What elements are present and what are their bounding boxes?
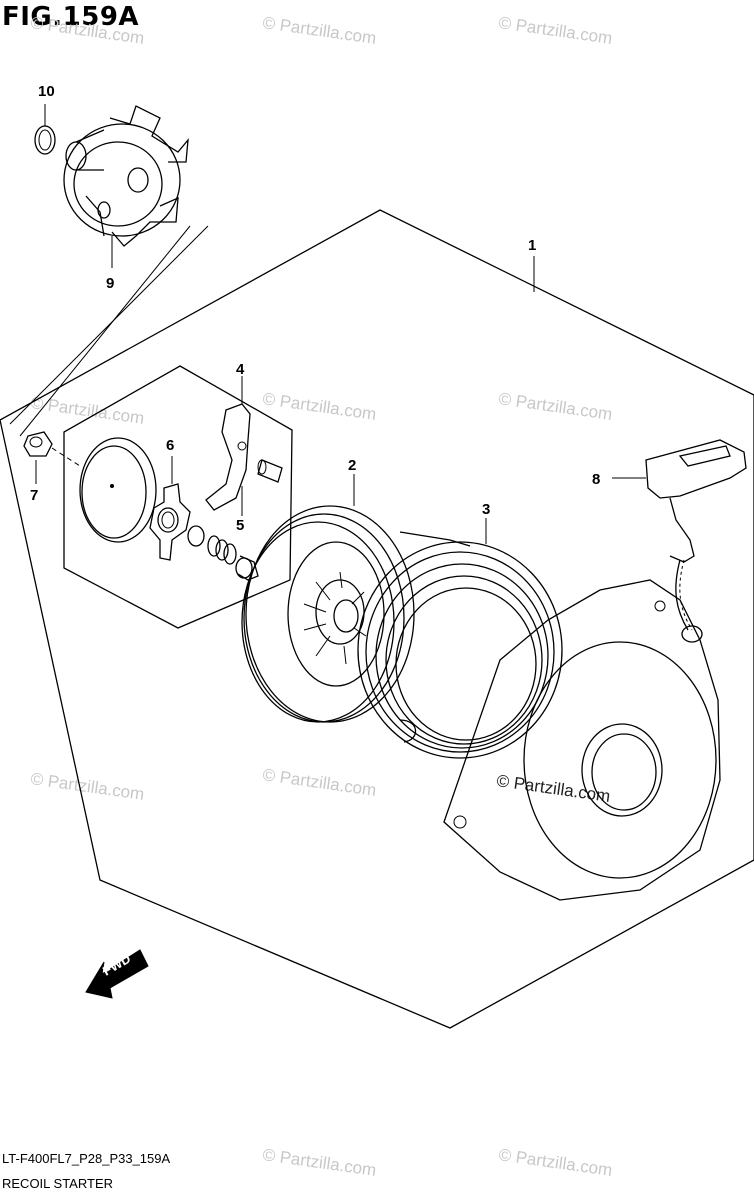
part9-bracket — [19, 225, 191, 437]
watermark: © Partzilla.com — [261, 13, 377, 48]
subassembly-outline — [63, 365, 293, 629]
watermark: © Partzilla.com — [261, 1145, 377, 1180]
callout-9: 9 — [106, 275, 114, 292]
callout-6: 6 — [166, 437, 174, 454]
part-2-reel — [241, 474, 471, 723]
part-9-ratchet — [63, 105, 189, 268]
watermark: © Partzilla.com — [29, 13, 145, 48]
friction-plate — [79, 437, 157, 543]
watermark: © Partzilla.com — [29, 393, 145, 428]
callout-layer: 10 9 1 4 6 2 8 7 3 5 — [30, 83, 600, 534]
part9-bracket — [9, 225, 209, 425]
part-5-pin — [241, 459, 283, 516]
part-4-pawl — [205, 376, 251, 511]
figure-title: FIG.159A — [2, 2, 140, 32]
assembly-outline — [0, 209, 754, 1029]
watermark: © Partzilla.com — [261, 389, 377, 424]
fwd-arrow-icon: FWD — [85, 949, 149, 999]
part-6-guide — [149, 456, 191, 561]
callout-10: 10 — [38, 83, 55, 100]
watermark: © Partzilla.com — [497, 1145, 613, 1180]
callout-8: 8 — [592, 471, 600, 488]
watermark: © Partzilla.com — [497, 389, 613, 424]
part-8-handle — [612, 439, 747, 643]
part-1-case — [443, 256, 721, 901]
callout-3: 3 — [482, 501, 490, 518]
part-7-nut — [23, 431, 81, 484]
part-10-o-ring — [34, 104, 56, 155]
watermark-center: © Partzilla.com — [495, 771, 611, 806]
footer-diagram-name: RECOIL STARTER — [2, 1176, 114, 1191]
part-3-recoil-spring — [357, 518, 563, 759]
callout-2: 2 — [348, 457, 356, 474]
spring-and-washers — [187, 525, 259, 581]
callout-5: 5 — [236, 517, 244, 534]
footer-diagram-code: LT-F400FL7_P28_P33_159A — [2, 1151, 171, 1166]
watermark: © Partzilla.com — [497, 13, 613, 48]
watermark: © Partzilla.com — [29, 769, 145, 804]
watermark: © Partzilla.com — [261, 765, 377, 800]
callout-4: 4 — [236, 361, 245, 378]
callout-1: 1 — [528, 237, 536, 254]
callout-7: 7 — [30, 487, 38, 504]
